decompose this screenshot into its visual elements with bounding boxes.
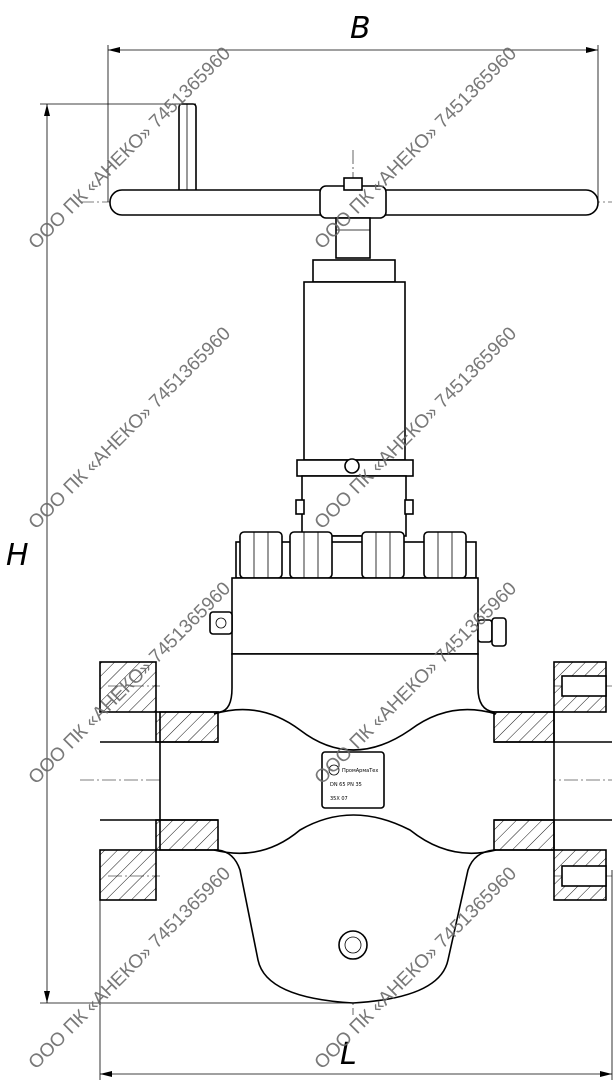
nut [423,531,467,579]
dimension-h-label: H [6,538,29,573]
side-fitting-left [209,611,233,635]
stem-nut [335,217,371,259]
nameplate-line2: DN 65 PN 35 [330,782,362,788]
watermark-text: ООО ПК «АНЕКО» 7451365960 [25,323,235,533]
handwheel-grip [178,103,197,199]
nameplate-line3: 35X 07 [330,796,348,802]
dimension-h: H [6,103,352,1004]
nameplate: ПромАрмаТех DN 65 PN 35 35X 07 [321,751,385,809]
right-flange [493,661,612,901]
bonnet-nuts [235,531,477,579]
housing-cap [312,259,396,283]
valve-body [159,653,555,1004]
housing-cylinder [303,281,406,461]
dimension-l-label: L [340,1037,357,1072]
watermark-text: ООО ПК «АНЕКО» 7451365960 [25,43,235,253]
bonnet-housing [295,259,414,549]
nut [239,531,283,579]
dimension-b-label: B [350,11,371,46]
left-flange [99,661,219,901]
watermark-text: ООО ПК «АНЕКО» 7451365960 [311,43,521,253]
dimension-b: B [107,11,599,202]
dimension-l: L [99,870,613,1080]
nameplate-line1: ПромАрмаТех [342,768,378,774]
handwheel [109,103,599,259]
side-fitting-right [477,617,507,647]
nut [361,531,405,579]
nut [289,531,333,579]
drain-plug [338,930,368,960]
